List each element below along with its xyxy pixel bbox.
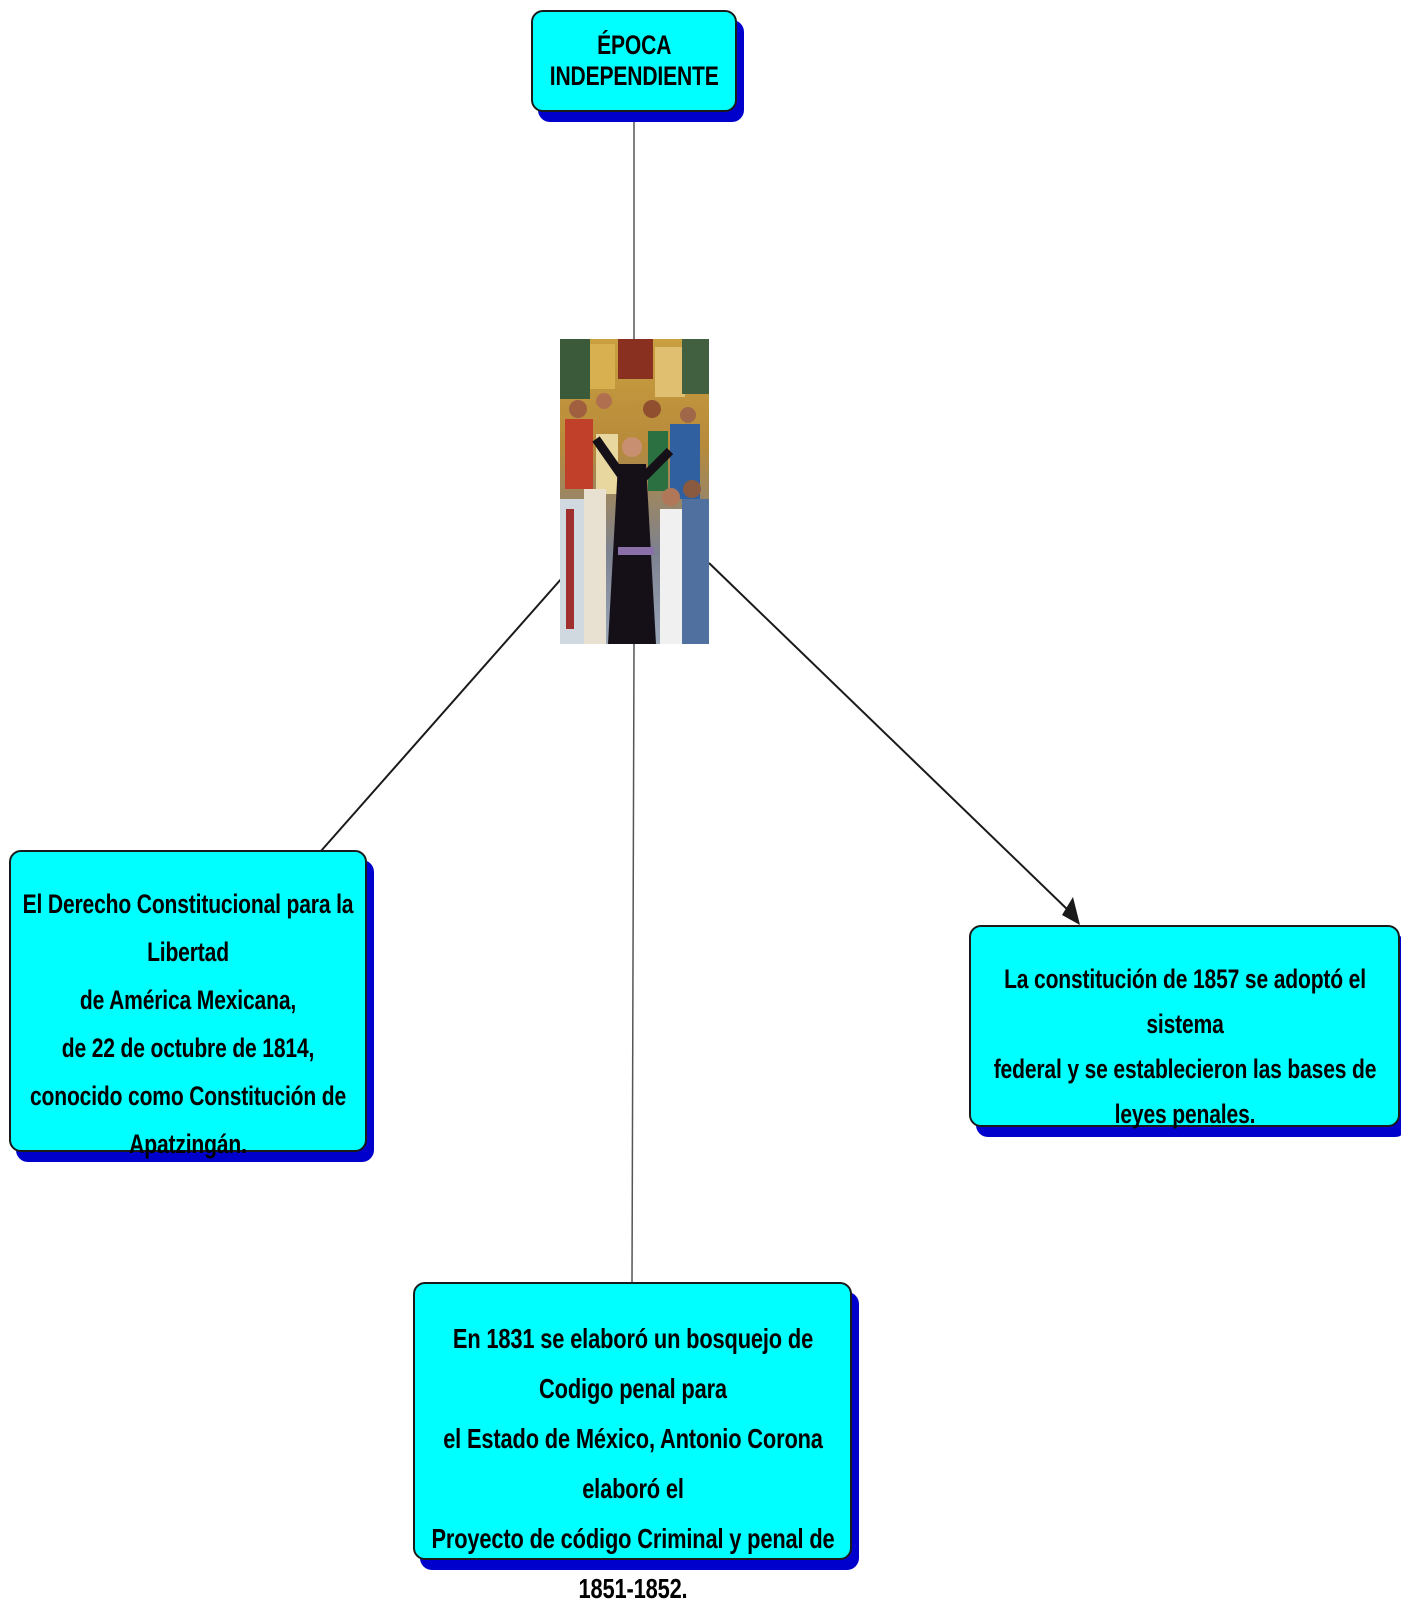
node-constitucion-1857-text: La constitución de 1857 se adoptó el sis…	[993, 964, 1376, 1129]
arrowhead-right	[1062, 897, 1080, 925]
connectors-layer	[320, 112, 1080, 1283]
connector-image-to-left	[320, 577, 563, 852]
connector-image-to-bottom	[631, 643, 635, 1283]
connector-image-to-right	[708, 562, 1071, 913]
node-codigo-penal-1831-text: En 1831 se elaboró un bosquejo de Codigo…	[430, 1323, 835, 1604]
node-constitucion-apatzingan[interactable]: El Derecho Constitucional para la Libert…	[9, 850, 367, 1159]
node-constitucion-1857[interactable]: La constitución de 1857 se adoptó el sis…	[969, 925, 1400, 1129]
title-node[interactable]: ÉPOCA INDEPENDIENTE	[531, 10, 737, 112]
title-text: ÉPOCA INDEPENDIENTE	[549, 30, 719, 91]
node-constitucion-apatzingan-text: El Derecho Constitucional para la Libert…	[22, 889, 354, 1159]
mural-image	[560, 339, 709, 644]
node-codigo-penal-1831[interactable]: En 1831 se elaboró un bosquejo de Codigo…	[413, 1282, 852, 1604]
